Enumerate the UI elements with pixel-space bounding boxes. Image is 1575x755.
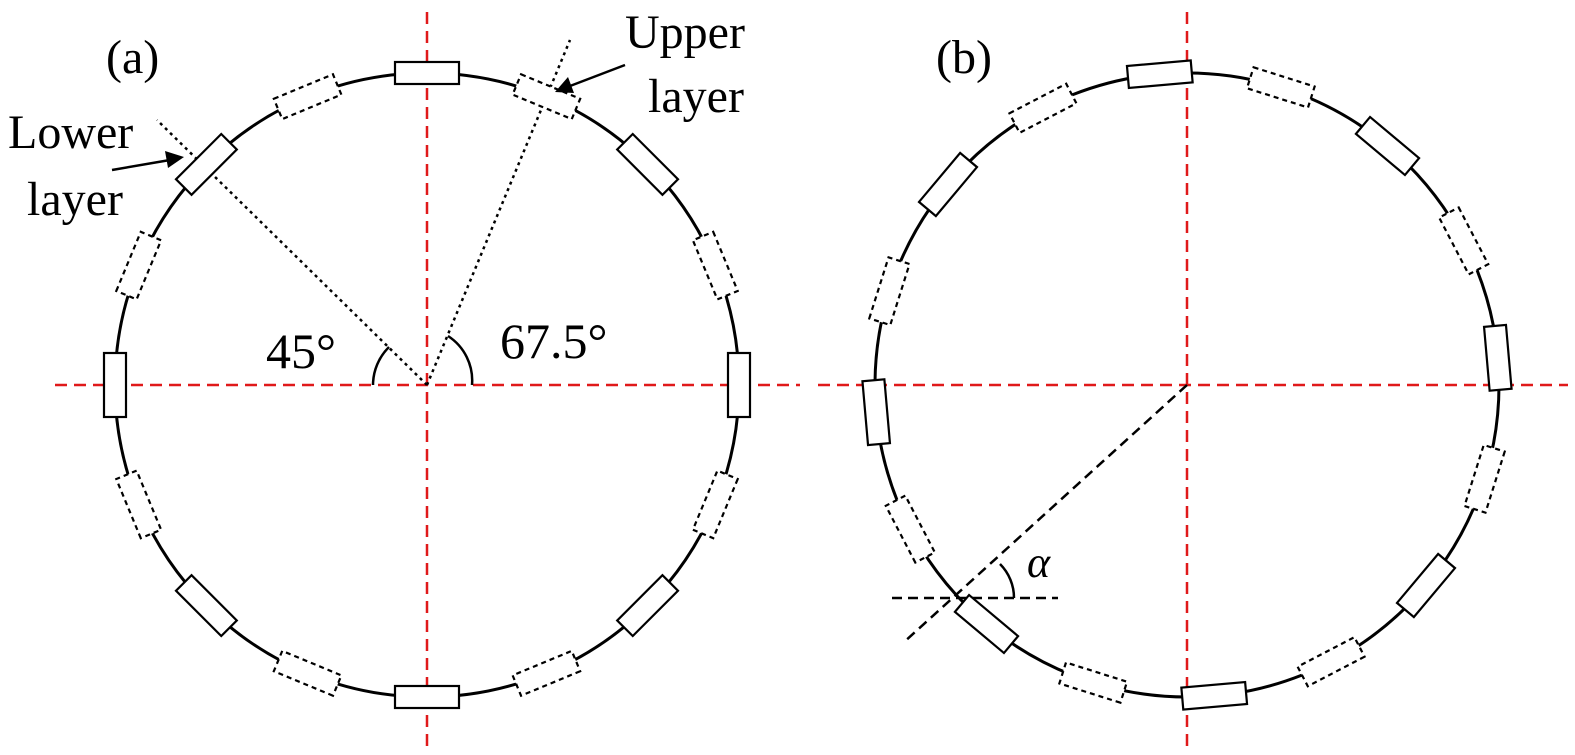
panel-b-sensor-lower-layer xyxy=(1180,680,1249,711)
panel-a-sensor-lower-layer xyxy=(615,132,680,197)
panel-a-sensor-upper-layer xyxy=(272,72,343,121)
panel-a-upper-layer-label-line2: layer xyxy=(648,70,744,123)
panel-a-lower-layer-arrowhead xyxy=(165,151,184,168)
panel-b-sensor-upper-layer xyxy=(884,494,937,565)
panel-b-alpha-arc xyxy=(999,563,1016,599)
panel-a-sensors xyxy=(102,60,752,710)
panel-b-alpha-label: α xyxy=(1027,538,1051,587)
panel-a-sensor-upper-layer xyxy=(272,649,343,698)
panel-a-angle-arc-right xyxy=(447,334,474,386)
panel-b-sensor-upper-layer xyxy=(1245,65,1317,109)
panel-b-radial-dashed-line xyxy=(902,384,1188,644)
panel-a-lower-layer-label-line2: layer xyxy=(27,173,123,226)
panel-b-sensor-lower-layer xyxy=(1482,323,1513,392)
panel-a-sensor-upper-layer xyxy=(511,72,582,121)
panel-a-sensor-lower-layer xyxy=(102,351,128,419)
panel-a-sensor-lower-layer xyxy=(174,573,239,638)
panel-b-sensor-lower-layer xyxy=(1354,115,1421,177)
panel-b-sensor-upper-layer xyxy=(1437,205,1490,276)
panel-a-sensor-lower-layer xyxy=(393,60,461,86)
panel-b-sensor-upper-layer xyxy=(1057,661,1129,705)
panel-b-sensor-lower-layer xyxy=(861,378,892,447)
panel-a-upper-layer-label-line1: Upper xyxy=(625,6,745,59)
panel-a: (a) Lower layer Upper layer 45° 67.5° xyxy=(8,6,800,752)
panel-a-angle-45-label: 45° xyxy=(266,323,336,379)
panel-b-label: (b) xyxy=(936,31,992,84)
panel-b-sensor-upper-layer xyxy=(867,255,911,327)
panel-b-sensor-lower-layer xyxy=(1125,59,1194,90)
panel-a-sensor-upper-layer xyxy=(511,649,582,698)
panel-b-sensor-upper-layer xyxy=(1007,82,1078,135)
panel-b-sensor-upper-layer xyxy=(1463,443,1507,515)
panel-b-sensor-lower-layer xyxy=(1395,552,1457,619)
panel-a-upper-layer-arrowhead xyxy=(555,77,574,93)
panel-a-sensor-upper-layer xyxy=(691,230,740,301)
panel-b-sensor-lower-layer xyxy=(917,151,979,218)
panel-b-sensor-lower-layer xyxy=(953,593,1020,655)
panel-a-sensor-lower-layer xyxy=(615,573,680,638)
panel-a-sensor-upper-layer xyxy=(114,230,163,301)
panel-a-upper-layer-arrow xyxy=(569,63,626,88)
panel-a-sensor-lower-layer xyxy=(726,351,752,419)
panel-a-angle-arc-left xyxy=(371,346,390,386)
panel-b-sensor-upper-layer xyxy=(1296,635,1367,688)
panel-a-sensor-lower-layer xyxy=(174,132,239,197)
panel-a-lower-layer-arrow xyxy=(111,158,171,172)
panel-a-lower-layer-label-line1: Lower xyxy=(8,106,133,159)
panel-b-sensors xyxy=(861,59,1513,711)
panel-b: (b) α xyxy=(818,12,1568,752)
panel-a-label: (a) xyxy=(106,31,159,84)
panel-a-sensor-lower-layer xyxy=(393,684,461,710)
panel-a-sensor-upper-layer xyxy=(691,469,740,540)
panel-a-sensor-upper-layer xyxy=(114,469,163,540)
panel-a-angle-67-label: 67.5° xyxy=(500,313,608,369)
